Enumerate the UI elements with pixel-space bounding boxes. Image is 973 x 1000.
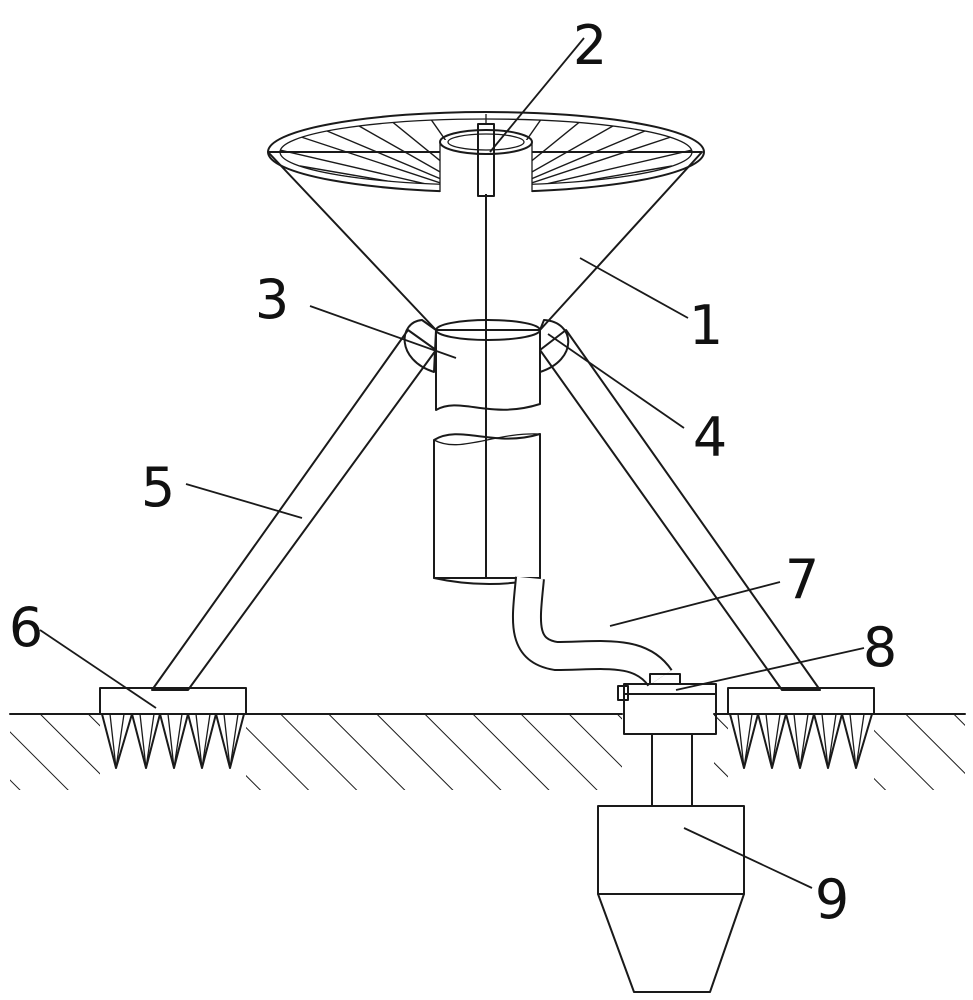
legs: [151, 329, 821, 691]
label-6: 6: [9, 596, 43, 659]
label-5: 5: [141, 456, 175, 519]
label-1: 1: [689, 294, 723, 357]
label-9: 9: [815, 868, 849, 931]
label-8: 8: [863, 616, 897, 679]
ground: [9, 713, 966, 800]
labels: 2 1 3 4 5 6 7 8 9: [9, 14, 897, 931]
spiked-base-right: [727, 687, 875, 769]
label-3: 3: [255, 268, 289, 331]
label-7: 7: [785, 548, 819, 611]
collar-pipe: [433, 319, 541, 585]
label-4: 4: [693, 406, 727, 469]
spiked-base-left: [99, 687, 247, 769]
leader-lines: [39, 37, 865, 889]
hose: [511, 576, 673, 688]
label-2: 2: [573, 14, 607, 77]
probe: [597, 733, 745, 993]
